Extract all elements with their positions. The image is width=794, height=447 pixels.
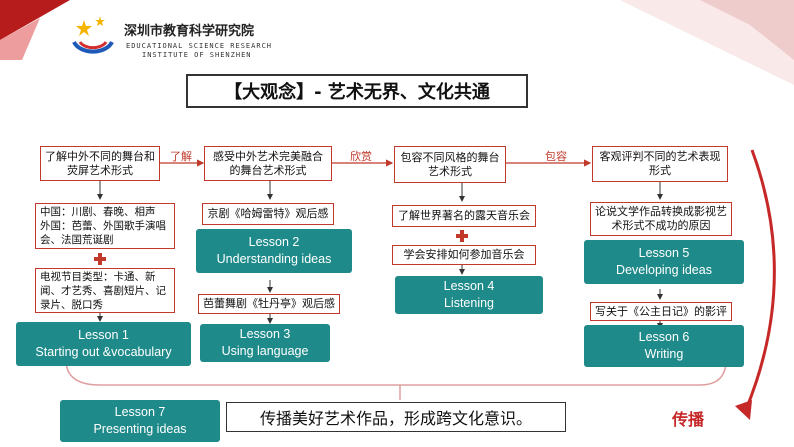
arrow-label-3: 包容 bbox=[545, 150, 567, 163]
goal-box-1: 了解中外不同的舞台和荧屏艺术形式 bbox=[40, 146, 160, 181]
summary-text: 传播美好艺术作品，形成跨文化意识。 bbox=[226, 402, 566, 432]
note-box-4a: 论说文学作品转换成影视艺术形式不成功的原因 bbox=[590, 202, 732, 236]
lesson-1-title: Starting out &vocabulary bbox=[35, 345, 172, 359]
lesson-7-card[interactable]: Lesson 7 Presenting ideas bbox=[60, 400, 220, 442]
lesson-4-title: Listening bbox=[443, 296, 495, 310]
lesson-3-number: Lesson 3 bbox=[239, 327, 291, 341]
institute-logo bbox=[72, 16, 114, 54]
lesson-7-title: Presenting ideas bbox=[93, 422, 187, 436]
lesson-4-card[interactable]: Lesson 4 Listening bbox=[395, 276, 543, 314]
note-box-2b: 芭蕾舞剧《牡丹亭》观后感 bbox=[198, 294, 340, 314]
note-box-1b: 电视节目类型：卡通、新闻、才艺秀、喜剧短片、记录片、脱口秀 bbox=[35, 268, 175, 313]
top-right-decoration bbox=[620, 0, 794, 85]
lesson-6-number: Lesson 6 bbox=[638, 330, 690, 344]
lesson-2-title: Understanding ideas bbox=[216, 252, 332, 266]
note-box-3a: 了解世界著名的露天音乐会 bbox=[392, 205, 536, 227]
org-name-en-1: EDUCATIONAL SCIENCE RESEARCH bbox=[126, 42, 273, 50]
lesson-2-number: Lesson 2 bbox=[248, 235, 300, 249]
note-box-3b: 学会安排如何参加音乐会 bbox=[392, 245, 536, 265]
corner-decoration bbox=[0, 0, 70, 60]
goal-box-4: 客观评判不同的艺术表现形式 bbox=[592, 146, 728, 182]
lesson-6-card[interactable]: Lesson 6 Writing bbox=[584, 325, 744, 367]
goal-box-2: 感受中外艺术完美融合的舞台艺术形式 bbox=[204, 146, 332, 181]
org-name-cn: 深圳市教育科学研究院 bbox=[124, 24, 255, 39]
org-name-en-2: INSTITUTE OF SHENZHEN bbox=[142, 51, 252, 59]
page-title: 【大观念】- 艺术无界、文化共通 bbox=[186, 74, 528, 108]
lesson-3-title: Using language bbox=[221, 344, 309, 358]
lesson-2-card[interactable]: Lesson 2 Understanding ideas bbox=[196, 229, 352, 273]
note-box-2a: 京剧《哈姆雷特》观后感 bbox=[202, 203, 334, 225]
lesson-1-number: Lesson 1 bbox=[78, 328, 129, 342]
lesson-4-number: Lesson 4 bbox=[443, 279, 495, 293]
lesson-3-card[interactable]: Lesson 3 Using language bbox=[200, 324, 330, 362]
lesson-6-title: Writing bbox=[644, 347, 684, 361]
goal-box-3: 包容不同风格的舞台艺术形式 bbox=[394, 146, 506, 183]
lesson-5-title: Developing ideas bbox=[616, 263, 712, 277]
lesson-1-card[interactable]: Lesson 1 Starting out &vocabulary bbox=[16, 322, 191, 366]
plus-icon bbox=[456, 230, 468, 242]
lesson-5-number: Lesson 5 bbox=[638, 246, 690, 260]
lesson-5-card[interactable]: Lesson 5 Developing ideas bbox=[584, 240, 744, 284]
plus-icon bbox=[94, 253, 106, 265]
note-box-4b: 写关于《公主日记》的影评 bbox=[590, 302, 732, 321]
arrow-label-1: 了解 bbox=[170, 150, 192, 163]
spread-label: 传播 bbox=[672, 410, 705, 429]
arrow-label-2: 欣赏 bbox=[350, 150, 372, 163]
lesson-7-number: Lesson 7 bbox=[114, 405, 166, 419]
note-box-1a: 中国：川剧、春晚、相声 外国：芭蕾、外国歌手演唱会、法国荒诞剧 bbox=[35, 203, 175, 249]
